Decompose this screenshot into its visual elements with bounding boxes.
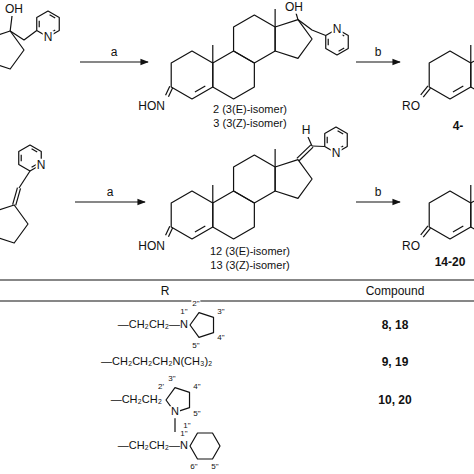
steroid-ring (429, 51, 471, 99)
table-rule (0, 279, 474, 280)
steroid-ring (213, 191, 255, 239)
double-bond (453, 86, 463, 92)
ring-position: 3" (216, 308, 225, 316)
reagent-label: b (374, 186, 383, 199)
structures (0, 9, 474, 459)
methyl (275, 149, 276, 167)
piperidine-ring (190, 433, 220, 459)
bond (312, 145, 325, 147)
double-bond (327, 137, 328, 143)
steroid-ring (234, 15, 276, 63)
hydroxyl-bond (10, 16, 12, 31)
reagent-label: a (110, 46, 119, 59)
double-bond (421, 226, 428, 235)
ring-position: 1" (179, 430, 188, 438)
atom-label: RO (401, 240, 421, 253)
ring-position: 4" (216, 334, 225, 342)
steroid-ring (171, 51, 213, 99)
atom-label: HON (137, 100, 166, 113)
double-bond (423, 88, 430, 97)
substituent-text: —CH₂CH₂—N (117, 440, 189, 452)
compound-number: 4- (452, 120, 465, 133)
steroid-ring (213, 51, 255, 99)
bond (19, 171, 30, 188)
methyl (470, 45, 471, 63)
bond (10, 31, 37, 41)
reaction-arrow (356, 61, 400, 62)
pyrrolidine-ring (190, 313, 214, 338)
table-rule (0, 300, 474, 301)
ring-position: 2' (157, 383, 165, 391)
steroid-ring (429, 191, 471, 239)
reagent-label: b (374, 46, 383, 59)
double-bond (423, 228, 430, 237)
reaction-arrow (356, 201, 400, 202)
double-bond (339, 48, 345, 51)
bond (298, 20, 326, 36)
substituent-text: —CH₂CH₂CH₂N(CH₃)₂ (100, 356, 213, 368)
ring-position: 1" (179, 308, 188, 316)
methyl (275, 9, 276, 27)
atom-label: N (43, 31, 54, 44)
compound-label: 3 (3(Z)-isomer) (212, 118, 287, 130)
double-bond (421, 86, 428, 95)
methyl (212, 185, 213, 203)
atom-label: H (301, 124, 312, 137)
ring-position: 5" (192, 410, 201, 418)
steroid-ring (275, 160, 312, 199)
compound-number: 14-20 (434, 256, 467, 269)
ring-position: 5" (210, 463, 219, 471)
steroid-ring (171, 191, 213, 239)
reaction-arrow (75, 201, 145, 202)
cyclopentane-ring (0, 205, 28, 243)
compound-label: 13 (3(Z)-isomer) (209, 260, 290, 272)
double-bond (32, 149, 38, 152)
cyclopentane-ring (0, 31, 24, 69)
atom-label: N (332, 23, 343, 36)
double-bond (338, 131, 344, 134)
double-bond (195, 226, 205, 232)
atom-label: OH (4, 3, 24, 16)
double-bond (195, 86, 205, 92)
hydrogen-bond (308, 137, 312, 146)
steroid-ring (234, 155, 276, 203)
atom-label: HON (137, 240, 166, 253)
compound-number: 9, 19 (381, 356, 410, 369)
compound-label: 12 (3(E)-isomer) (209, 246, 291, 258)
reaction-arrow (80, 61, 148, 62)
compound-number: 10, 20 (377, 394, 412, 407)
substituent-text: —CH₂CH₂—N (117, 319, 189, 331)
double-bond (13, 188, 18, 205)
table-header: R (160, 285, 171, 298)
ring-position: 4" (192, 383, 201, 391)
double-bond (453, 226, 463, 232)
compound-label: 2 (3(E)-isomer) (212, 104, 288, 116)
atom-label: N (36, 158, 47, 171)
atom-label: N (331, 147, 342, 160)
reagent-label: a (106, 186, 115, 199)
atom-label: N (170, 406, 180, 418)
double-bond (168, 88, 172, 97)
ring-position: 5" (191, 342, 200, 350)
substituent-text: —CH₂CH₂ (110, 394, 163, 406)
double-bond (297, 145, 311, 159)
compound-number: 8, 18 (381, 319, 410, 332)
table-header: Compound (365, 285, 426, 298)
atom-label: OH (284, 1, 304, 14)
methyl (212, 45, 213, 63)
ring-position: 3" (167, 375, 176, 383)
ring-position: 6" (189, 463, 198, 471)
double-bond (50, 15, 56, 18)
double-bond (39, 21, 40, 27)
double-bond (328, 39, 329, 45)
atom-label: RO (401, 100, 421, 113)
double-bond (168, 228, 172, 237)
methyl (470, 185, 471, 203)
ring-position: 2" (191, 300, 200, 308)
hydroxyl-bond (296, 13, 298, 20)
double-bond (21, 155, 22, 161)
